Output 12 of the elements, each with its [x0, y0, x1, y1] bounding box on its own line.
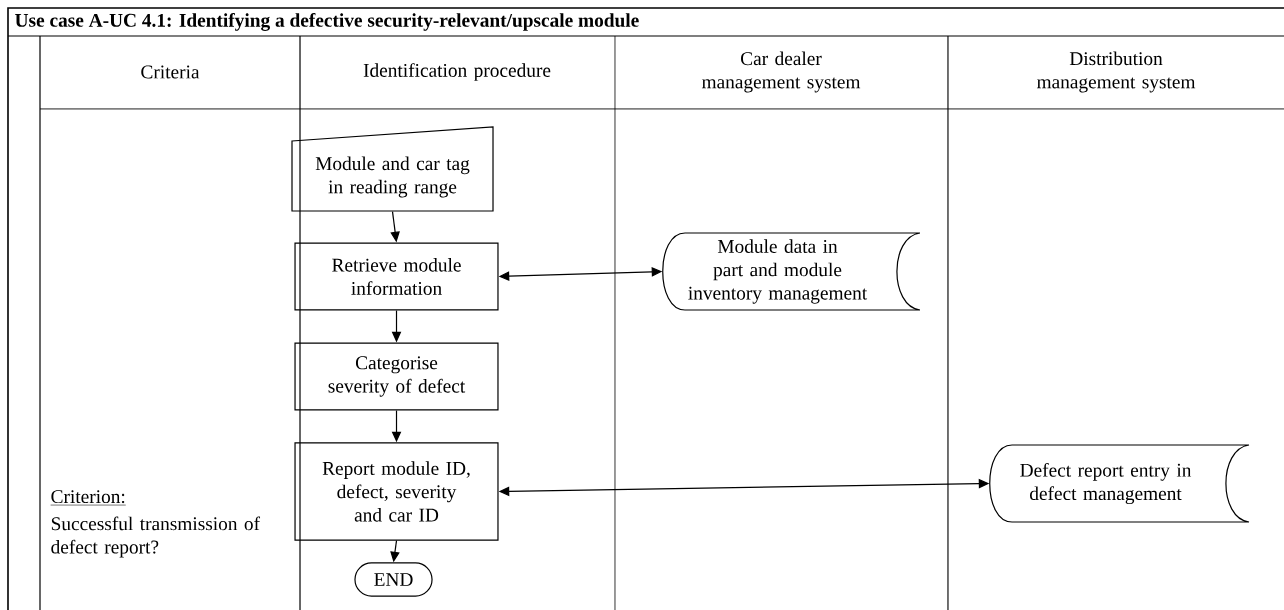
process-box: Report module ID, defect, severity and car ID	[294, 442, 499, 541]
criterion-text: Successful transmission of defect report?	[51, 516, 260, 558]
stored-data-shape: Defect report entry in defect management	[989, 444, 1250, 523]
stored-data-shape: Module data in part and module inventory management	[662, 232, 921, 311]
process-box: Categorise severity of defect	[294, 342, 499, 411]
criterion-label: Criterion:	[50, 490, 127, 506]
table-title: Use case A-UC 4.1: Identifying a defective security-relevant/upscale module	[15, 13, 639, 31]
column-header: Criteria	[141, 65, 200, 79]
column-header: Car dealer management system	[701, 51, 861, 93]
column-header: Identification procedure	[363, 63, 551, 81]
column-header: Distribution management system	[1036, 51, 1196, 93]
process-box: Retrieve module information	[294, 242, 499, 311]
